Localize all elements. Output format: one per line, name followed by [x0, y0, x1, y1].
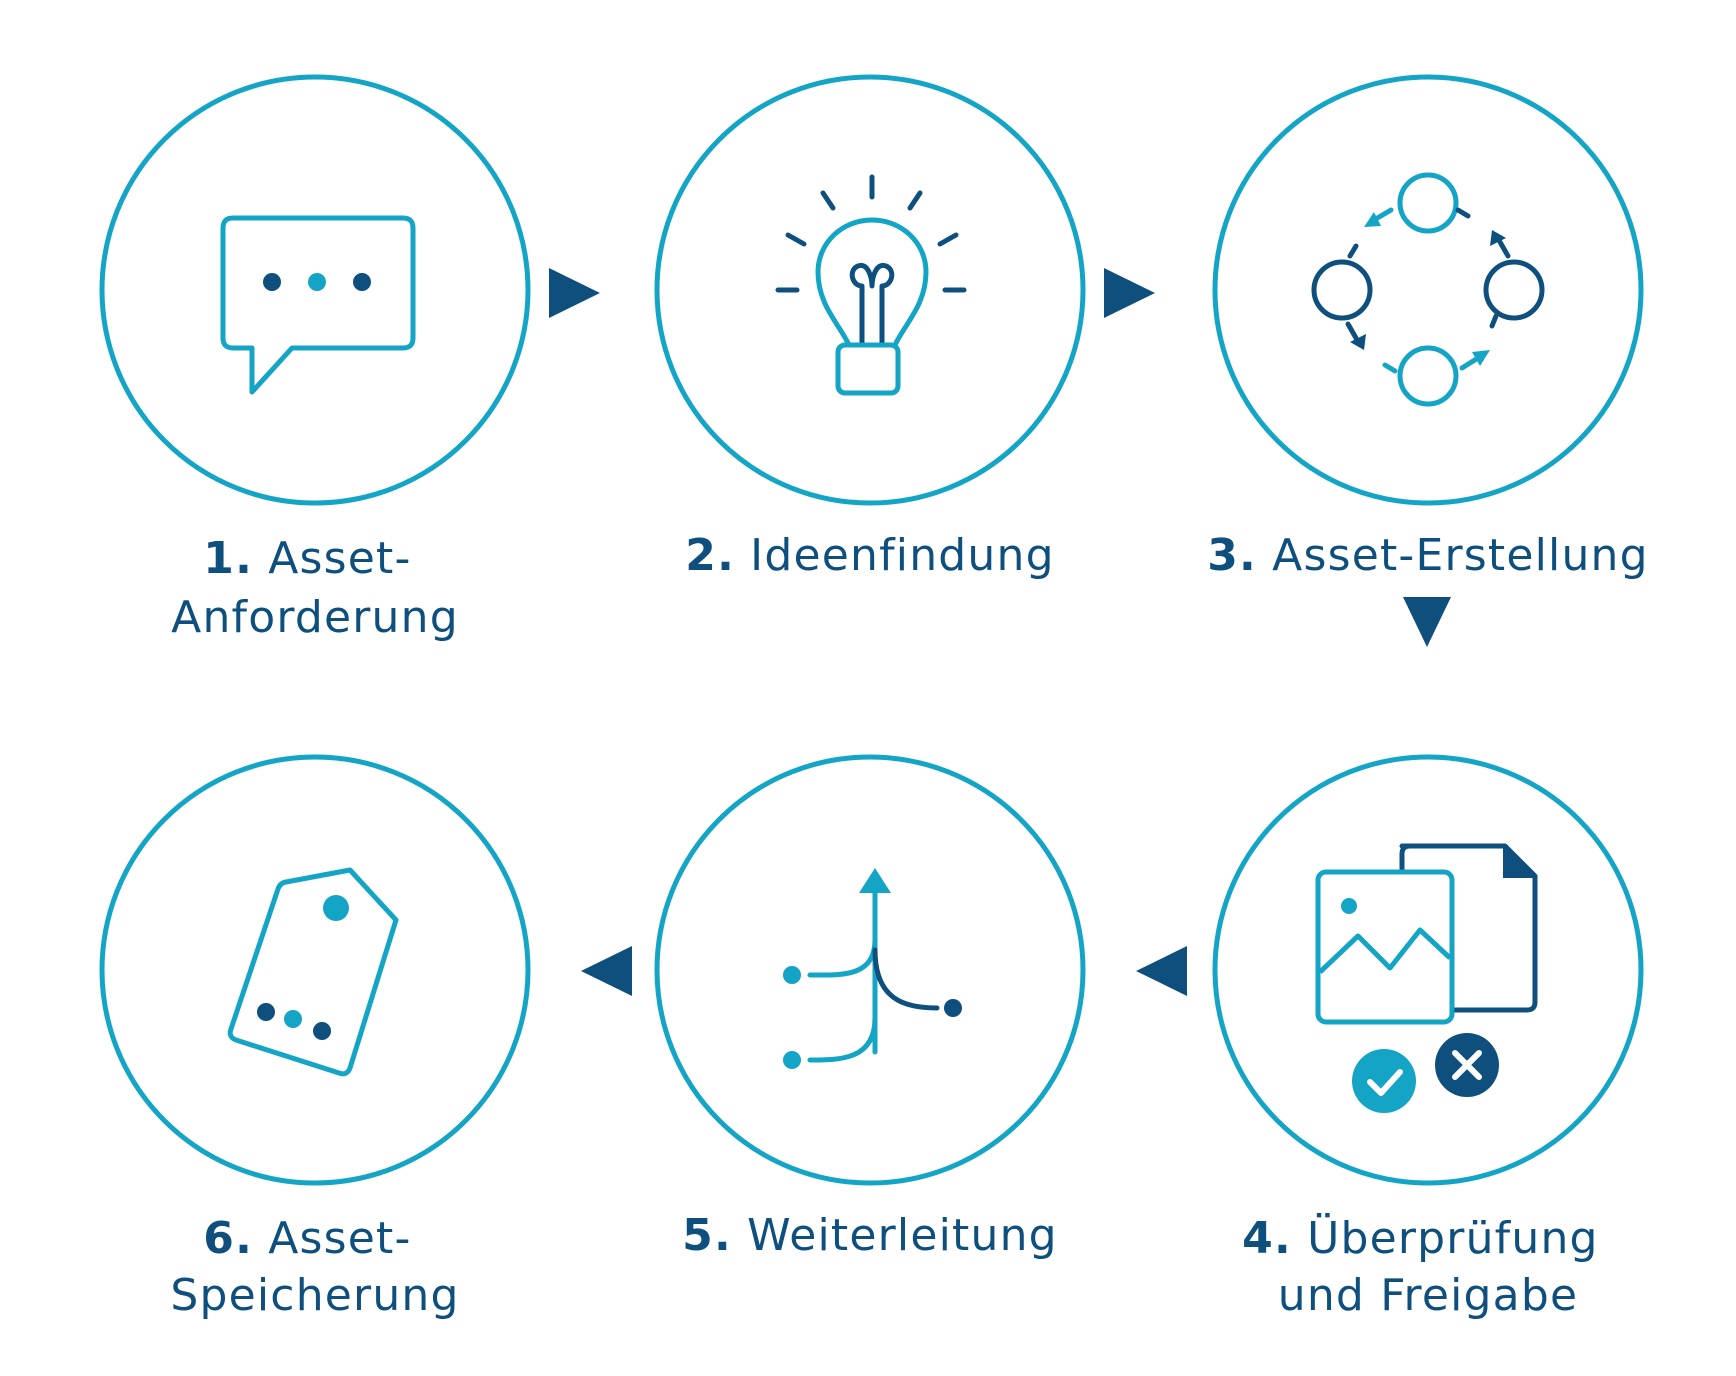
step-3-label: 3. Asset-Erstellung [1207, 530, 1649, 581]
step-4-label: 4. Überprüfung und Freigabe [1242, 1212, 1614, 1321]
connector-5-6-arrow-icon [581, 946, 632, 996]
step-6-label: 6. Asset- Speicherung [170, 1213, 459, 1321]
step-5-label: 5. Weiterleitung [682, 1210, 1058, 1261]
step-2-label: 2. Ideenfindung [685, 530, 1055, 581]
approve-badge-icon [1352, 1049, 1416, 1113]
tag-icon [227, 867, 399, 1077]
review-approve-icon [1315, 843, 1538, 1113]
step-3-circle [1212, 74, 1644, 506]
connector-3-4-arrow-icon [1403, 597, 1451, 647]
step-5-circle [654, 754, 1086, 1186]
reject-badge-icon [1435, 1033, 1499, 1097]
step-4: 4. Überprüfung und Freigabe [1212, 754, 1644, 1321]
branch-arrow-icon [783, 868, 962, 1069]
step-2: 2. Ideenfindung [654, 74, 1086, 581]
connector-1-2-arrow-icon [549, 268, 600, 318]
step-1: 1. Asset- Anforderung [99, 74, 531, 643]
connector-4-5-arrow-icon [1136, 946, 1187, 996]
connector-2-3-arrow-icon [1104, 268, 1155, 318]
step-5: 5. Weiterleitung [654, 754, 1086, 1261]
speech-bubble-icon [220, 215, 416, 395]
cycle-icon [1311, 172, 1545, 407]
step-6-circle [99, 754, 531, 1186]
step-6: 6. Asset- Speicherung [99, 754, 531, 1321]
step-3: 3. Asset-Erstellung [1207, 74, 1649, 581]
lightbulb-icon [775, 174, 967, 396]
step-2-circle [654, 74, 1086, 506]
step-1-label: 1. Asset- Anforderung [171, 533, 459, 643]
